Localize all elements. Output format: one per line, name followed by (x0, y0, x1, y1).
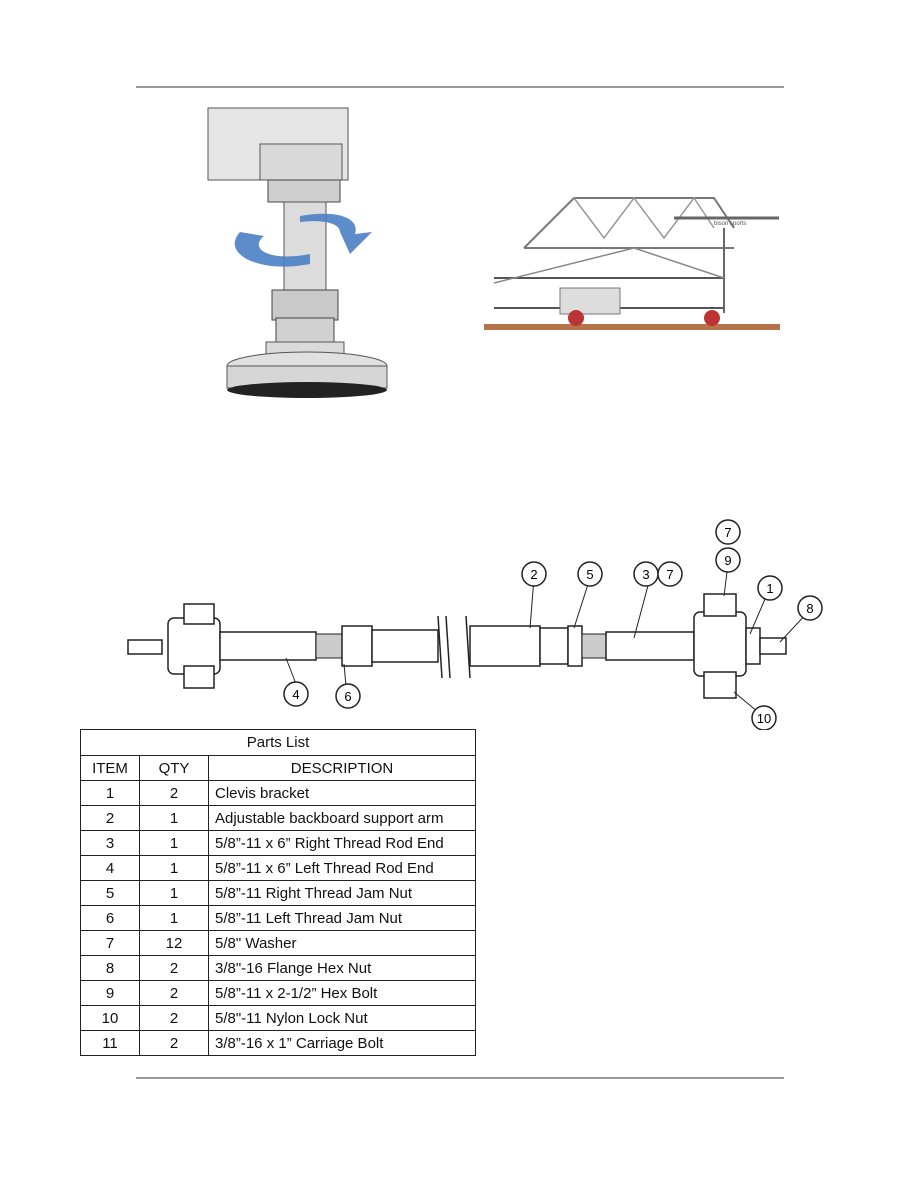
leveling-foot-illustration (207, 107, 388, 398)
qty-cell: 1 (139, 855, 209, 881)
callout-8: 8 (797, 595, 823, 621)
qty-cell: 2 (139, 1005, 209, 1031)
svg-text:7: 7 (724, 525, 731, 540)
svg-text:4: 4 (292, 687, 299, 702)
table-row: 1 2 Clevis bracket (80, 780, 476, 806)
svg-text:7: 7 (666, 567, 673, 582)
callout-7-b: 7 (715, 519, 741, 545)
svg-text:2: 2 (530, 567, 537, 582)
table-row: 11 2 3/8”-16 x 1” Carriage Bolt (80, 1030, 476, 1056)
description-cell: Clevis bracket (208, 780, 476, 806)
parts-list-table: Parts List ITEM QTY DESCRIPTION 1 2 Clev… (80, 729, 476, 1056)
qty-cell: 2 (139, 980, 209, 1006)
item-cell: 1 (80, 780, 140, 806)
description-cell: 5/8”-11 x 2-1/2” Hex Bolt (208, 980, 476, 1006)
qty-cell: 2 (139, 780, 209, 806)
callout-1: 1 (757, 575, 783, 601)
column-header-item: ITEM (80, 755, 140, 781)
table-row: 6 1 5/8”-11 Left Thread Jam Nut (80, 905, 476, 931)
item-cell: 2 (80, 805, 140, 831)
item-cell: 11 (80, 1030, 140, 1056)
qty-cell: 1 (139, 880, 209, 906)
table-row: 2 1 Adjustable backboard support arm (80, 805, 476, 831)
column-header-description: DESCRIPTION (208, 755, 476, 781)
description-cell: 5/8”-11 Right Thread Jam Nut (208, 880, 476, 906)
item-cell: 3 (80, 830, 140, 856)
svg-text:3: 3 (642, 567, 649, 582)
svg-text:8: 8 (806, 601, 813, 616)
column-header-qty: QTY (139, 755, 209, 781)
support-arm-exploded-diagram: 2 5 3 7 7 9 1 8 4 6 10 (127, 519, 823, 730)
table-row: 5 1 5/8”-11 Right Thread Jam Nut (80, 880, 476, 906)
callout-3: 3 (633, 561, 659, 587)
callout-4: 4 (283, 681, 309, 707)
item-cell: 10 (80, 1005, 140, 1031)
item-cell: 5 (80, 880, 140, 906)
qty-cell: 1 (139, 830, 209, 856)
callout-6: 6 (335, 683, 361, 709)
brand-logo-text: bison sports (714, 221, 746, 227)
footer-rule (136, 1077, 784, 1079)
description-cell: 5/8”-11 Left Thread Jam Nut (208, 905, 476, 931)
callout-2: 2 (521, 561, 547, 587)
item-cell: 6 (80, 905, 140, 931)
description-cell: Adjustable backboard support arm (208, 805, 476, 831)
description-cell: 3/8”-16 x 1” Carriage Bolt (208, 1030, 476, 1056)
table-row: 4 1 5/8”-11 x 6” Left Thread Rod End (80, 855, 476, 881)
header-rule (136, 86, 784, 88)
svg-text:6: 6 (344, 689, 351, 704)
description-cell: 5/8" Washer (208, 930, 476, 956)
item-cell: 9 (80, 980, 140, 1006)
qty-cell: 2 (139, 1030, 209, 1056)
table-row: 10 2 5/8"-11 Nylon Lock Nut (80, 1005, 476, 1031)
item-cell: 8 (80, 955, 140, 981)
qty-cell: 1 (139, 905, 209, 931)
callout-10: 10 (751, 705, 777, 730)
description-cell: 5/8”-11 x 6” Left Thread Rod End (208, 855, 476, 881)
item-cell: 7 (80, 930, 140, 956)
parts-list-title: Parts List (80, 729, 476, 756)
qty-cell: 1 (139, 805, 209, 831)
svg-text:10: 10 (757, 711, 771, 726)
description-cell: 5/8"-11 Nylon Lock Nut (208, 1005, 476, 1031)
svg-text:9: 9 (724, 553, 731, 568)
table-row: 8 2 3/8"-16 Flange Hex Nut (80, 955, 476, 981)
table-row: 7 12 5/8" Washer (80, 930, 476, 956)
svg-text:1: 1 (766, 581, 773, 596)
description-cell: 5/8”-11 x 6” Right Thread Rod End (208, 830, 476, 856)
table-row: 9 2 5/8”-11 x 2-1/2” Hex Bolt (80, 980, 476, 1006)
svg-text:5: 5 (586, 567, 593, 582)
callout-9: 9 (715, 547, 741, 573)
qty-cell: 12 (139, 930, 209, 956)
callout-7-a: 7 (657, 561, 683, 587)
item-cell: 4 (80, 855, 140, 881)
goal-base-side-view: bison sports (484, 196, 780, 330)
table-row: 3 1 5/8”-11 x 6” Right Thread Rod End (80, 830, 476, 856)
callout-5: 5 (577, 561, 603, 587)
description-cell: 3/8"-16 Flange Hex Nut (208, 955, 476, 981)
qty-cell: 2 (139, 955, 209, 981)
